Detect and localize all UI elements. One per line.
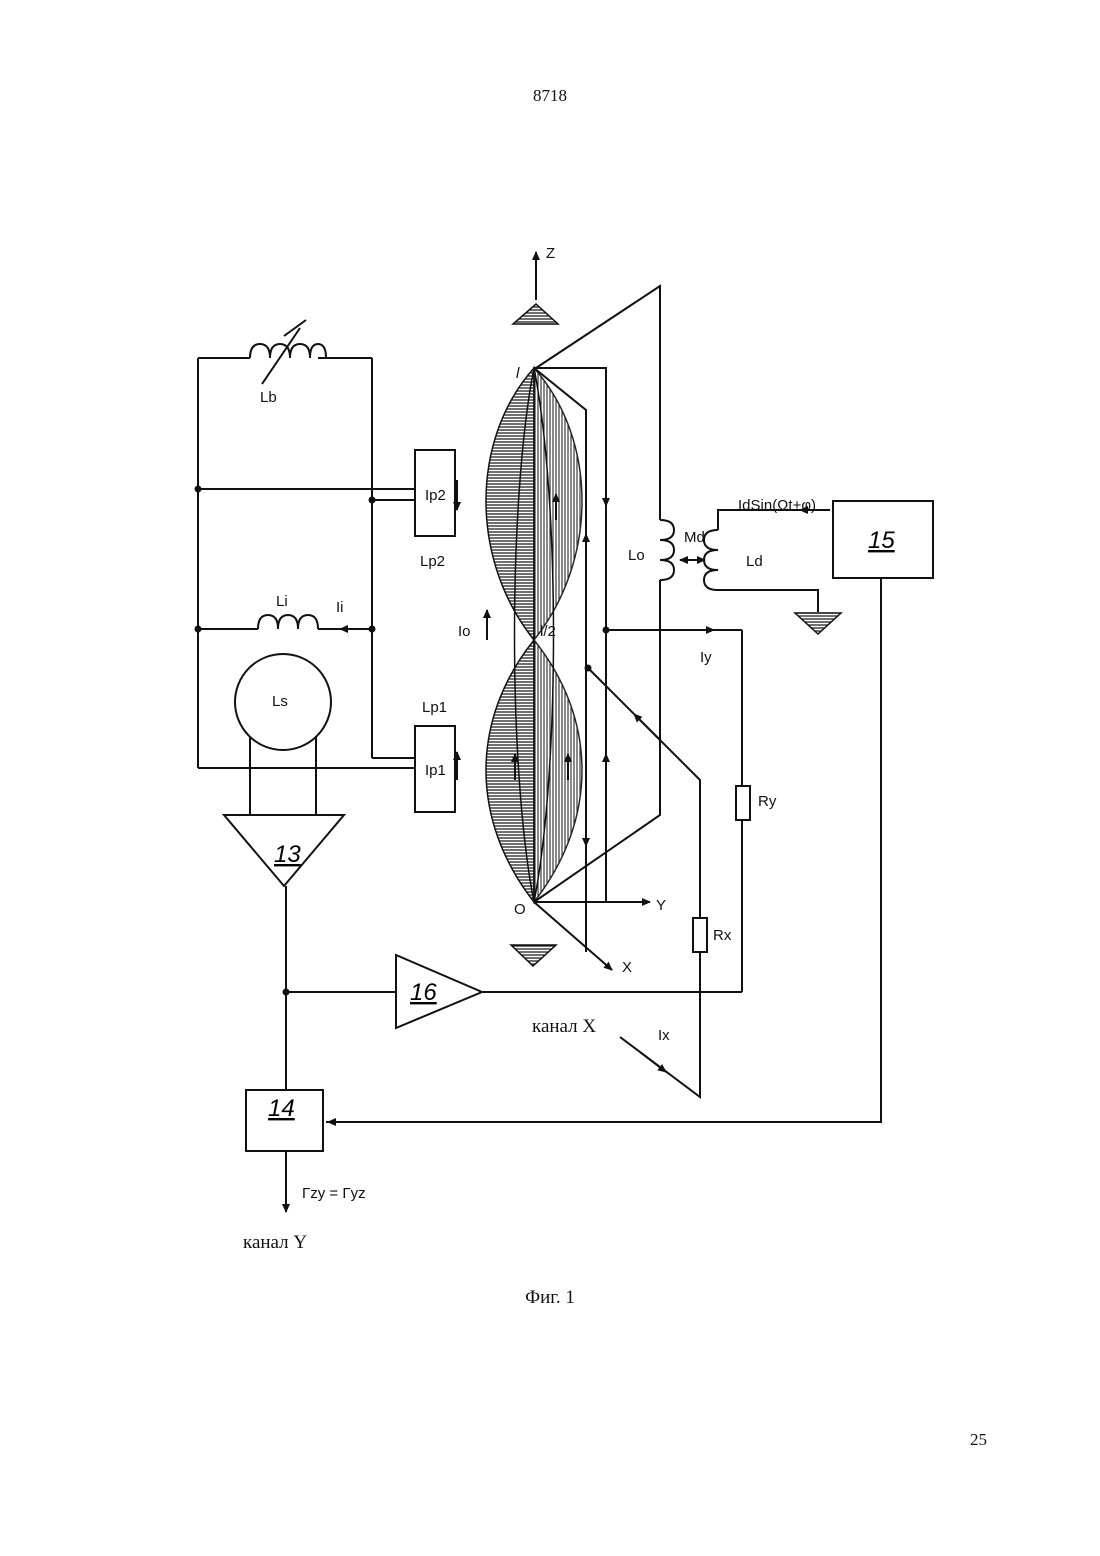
label-rx: Rx bbox=[713, 927, 732, 944]
amplifier-16: 16 bbox=[396, 955, 482, 1028]
label-block-15: 15 bbox=[868, 527, 895, 554]
label-channel-x: канал X bbox=[532, 1016, 596, 1037]
inductor-lb bbox=[250, 320, 326, 384]
label-lo: Lo bbox=[628, 547, 645, 564]
label-li: Li bbox=[276, 593, 288, 610]
label-origin: O bbox=[514, 901, 526, 918]
label-block-13: 13 bbox=[274, 841, 301, 868]
label-block-16: 16 bbox=[410, 979, 437, 1006]
label-ii: Ii bbox=[336, 599, 344, 616]
inductor-lo bbox=[660, 520, 674, 580]
label-ip2: Ip2 bbox=[425, 487, 446, 504]
figure-caption: Фиг. 1 bbox=[0, 1287, 1100, 1309]
label-ls: Ls bbox=[272, 693, 288, 710]
label-mid-point: l/2 bbox=[540, 623, 556, 640]
label-axis-x: X bbox=[622, 959, 632, 976]
resistor-ry bbox=[736, 786, 750, 820]
page-footer-number: 25 bbox=[970, 1430, 987, 1450]
label-ry: Ry bbox=[758, 793, 777, 810]
label-block-14: 14 bbox=[268, 1095, 295, 1122]
resistor-rx bbox=[693, 918, 707, 952]
amplifier-13: 13 bbox=[224, 815, 344, 886]
label-top-point: l bbox=[516, 365, 520, 382]
label-drive: IdSin(Ωt+φ) bbox=[738, 497, 816, 514]
label-lp1: Lp1 bbox=[422, 699, 447, 716]
squid-ls bbox=[235, 654, 331, 815]
block-15: 15 bbox=[833, 501, 933, 578]
label-axis-y: Y bbox=[656, 897, 666, 914]
inductor-li bbox=[258, 615, 318, 629]
label-iy: Iy bbox=[700, 649, 712, 666]
left-circuit: Lb Ip2 Lp2 Li Ii Ls bbox=[195, 320, 458, 1253]
gradiometer: Z l l/2 Io O Y X bbox=[458, 245, 666, 976]
label-ld: Ld bbox=[746, 553, 763, 570]
label-md: Md bbox=[684, 529, 705, 546]
right-circuit: Lo Md Ld IdSin(Ωt+φ) 15 Iy Ry bbox=[326, 497, 933, 1122]
label-ix: Ix bbox=[658, 1027, 670, 1044]
label-io: Io bbox=[458, 623, 471, 640]
label-ip1: Ip1 bbox=[425, 762, 446, 779]
label-channel-y: канал Y bbox=[243, 1232, 307, 1253]
label-lb: Lb bbox=[260, 389, 277, 406]
inductor-ld bbox=[704, 510, 830, 612]
label-axis-z: Z bbox=[546, 245, 555, 262]
label-output: Γzy = Γyz bbox=[302, 1185, 366, 1202]
block-14: 14 bbox=[246, 1090, 323, 1151]
label-lp2: Lp2 bbox=[420, 553, 445, 570]
